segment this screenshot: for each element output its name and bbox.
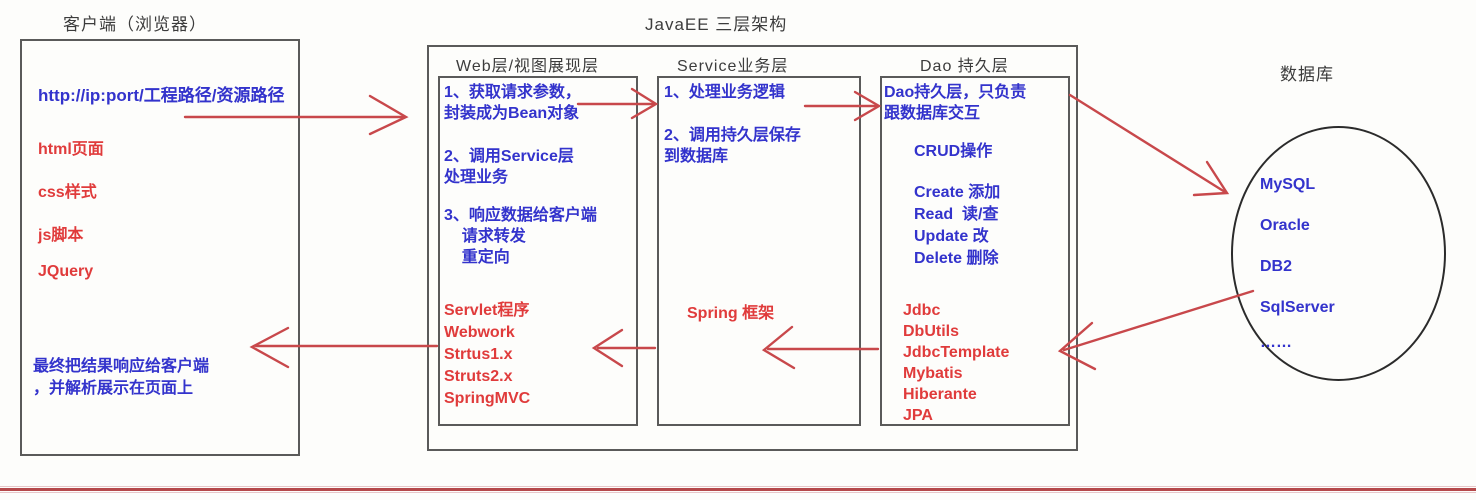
dao-layer-tech-jdbctemplate: JdbcTemplate [903, 344, 1010, 361]
service-layer-step-2: 2、调用持久层保存 到数据库 [664, 127, 801, 165]
dao-layer-box [880, 76, 1070, 426]
service-layer-tech-spring: Spring 框架 [687, 305, 775, 322]
dao-layer-tech-mybatis: Mybatis [903, 365, 963, 382]
dao-layer-crud-title: CRUD操作 [914, 143, 993, 160]
service-layer-box [657, 76, 861, 426]
web-layer-step-2: 2、调用Service层 处理业务 [444, 148, 574, 186]
web-layer-step-3: 3、响应数据给客户端 请求转发 重定向 [444, 207, 597, 266]
web-layer-tech-webwork: Webwork [444, 324, 515, 341]
client-footer-line2: ，并解析展示在页面上 [33, 380, 194, 397]
dao-layer-caption: Dao 持久层 [920, 58, 1009, 75]
database-item-sqlserver: SqlServer [1260, 299, 1335, 316]
database-oval [1231, 126, 1446, 381]
web-layer-tech-springmvc: SpringMVC [444, 390, 531, 407]
web-layer-step-1: 1、获取请求参数， 封装成为Bean对象 [444, 84, 581, 122]
dao-layer-tech-hibernate: Hiberante [903, 386, 977, 403]
database-item-mysql: MySQL [1260, 176, 1316, 193]
dao-layer-crud-update: Update 改 [914, 228, 989, 245]
bottom-rule-soft-2 [0, 492, 1476, 493]
client-url: http://ip:port/工程路径/资源路径 [38, 86, 285, 105]
web-layer-caption: Web层/视图展现层 [456, 58, 600, 75]
web-layer-tech-servlet: Servlet程序 [444, 302, 530, 319]
three-layer-frame [427, 45, 1078, 451]
arrow-database-to-dao [1057, 289, 1255, 371]
database-item-oracle: Oracle [1260, 217, 1310, 234]
dao-layer-crud-create: Create 添加 [914, 184, 1001, 201]
client-item-html: html页面 [38, 141, 104, 158]
arrow-dao-to-database [1068, 93, 1230, 197]
client-box [20, 39, 300, 456]
client-item-css: css样式 [38, 184, 97, 201]
client-caption: 客户端（浏览器） [63, 15, 207, 34]
web-layer-box [438, 76, 638, 426]
client-footer-line1: 最终把结果响应给客户端 [33, 358, 210, 375]
database-item-ellipsis: …… [1260, 334, 1292, 351]
bottom-rule-soft [0, 486, 1476, 487]
dao-layer-tech-dbutils: DbUtils [903, 323, 959, 340]
database-caption: 数据库 [1280, 65, 1334, 84]
client-item-js: js脚本 [38, 227, 84, 244]
client-item-jquery: JQuery [38, 263, 94, 280]
dao-layer-crud-read: Read 读/查 [914, 206, 999, 223]
dao-layer-tech-jdbc: Jdbc [903, 302, 941, 319]
web-layer-tech-struts2: Struts2.x [444, 368, 513, 385]
service-layer-caption: Service业务层 [677, 58, 789, 75]
dao-layer-crud-delete: Delete 删除 [914, 250, 999, 267]
web-layer-tech-struts1: Strtus1.x [444, 346, 513, 363]
diagram-title: JavaEE 三层架构 [645, 15, 788, 34]
dao-layer-desc: Dao持久层，只负责 跟数据库交互 [884, 84, 1027, 122]
service-layer-step-1: 1、处理业务逻辑 [664, 84, 785, 101]
database-item-db2: DB2 [1260, 258, 1293, 275]
dao-layer-tech-jpa: JPA [903, 407, 933, 424]
bottom-rule [0, 488, 1476, 491]
